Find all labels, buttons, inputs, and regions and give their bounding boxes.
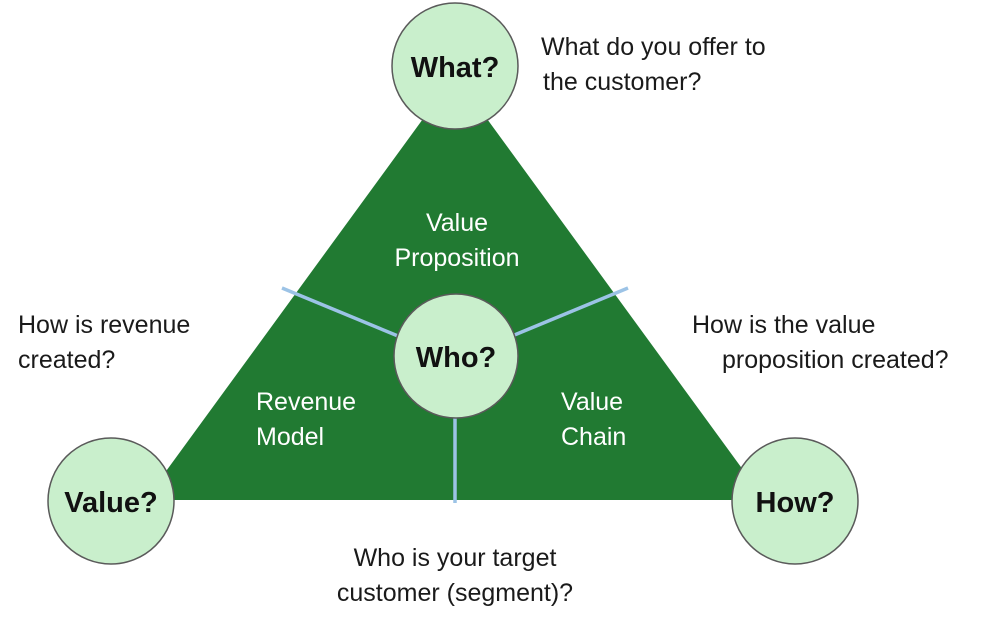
what-node-label: What? [411,52,500,84]
value-node-label: Value? [64,487,158,519]
value-chain-label: Value Chain [561,388,627,451]
how-question: How is the value proposition created? [692,311,949,374]
revenue-model-label: Revenue Model [256,388,357,451]
what-question: What do you offer to the customer? [541,33,766,96]
value-question: How is revenue created? [18,311,191,374]
who-circle [393,293,519,419]
green-triangle [145,75,765,500]
what-circle [391,2,519,130]
how-circle [731,437,859,565]
how-node-label: How? [756,487,835,519]
value-proposition-label: Value Proposition [394,209,520,272]
value-circle [47,437,175,565]
who-question: Who is your target customer (segment)? [336,544,574,607]
divider-left [281,286,399,338]
divider-right [511,286,629,338]
who-node-label: Who? [416,342,497,374]
